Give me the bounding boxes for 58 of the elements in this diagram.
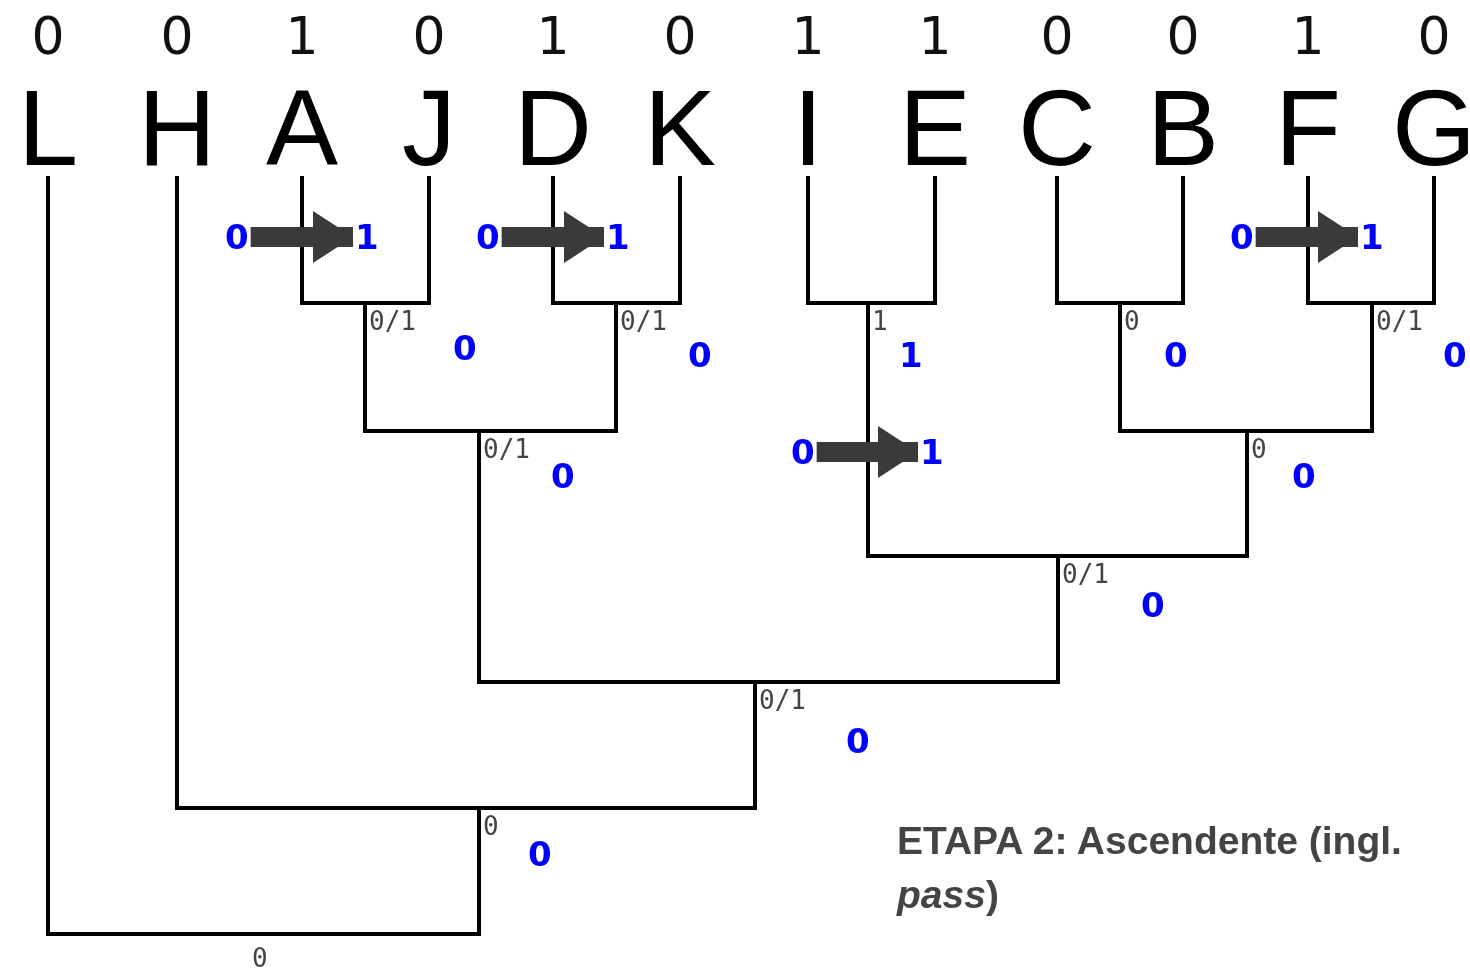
state-value: 1 — [355, 218, 379, 256]
state-set-label: 0 — [483, 812, 499, 840]
state-value: 0 — [1292, 457, 1316, 495]
state-set-label: 0 — [252, 943, 268, 973]
state-value: 1 — [899, 336, 923, 374]
state-value: 1 — [920, 433, 944, 471]
arrow — [501, 211, 604, 263]
state-value: 1 — [606, 218, 630, 256]
state-value: 0 — [1230, 218, 1254, 256]
state-digit: 0 — [663, 8, 697, 64]
caption: ETAPA 2: Ascendente (ingl. pass) — [897, 818, 1403, 918]
taxon-label: F — [1275, 78, 1341, 178]
taxon-label: G — [1392, 78, 1470, 178]
state-set-label: 0/1 — [620, 307, 667, 335]
state-value: 0 — [1164, 336, 1188, 374]
state-value: 0 — [453, 329, 477, 367]
state-digit: 1 — [285, 8, 319, 64]
state-digit: 0 — [31, 8, 65, 64]
state-value: 0 — [846, 722, 870, 760]
state-value: 0 — [1141, 586, 1165, 624]
taxon-label: K — [643, 78, 716, 178]
taxon-label: L — [17, 78, 79, 178]
arrow — [816, 426, 918, 478]
state-digit: 0 — [160, 8, 194, 64]
state-digit: 0 — [1040, 8, 1074, 64]
state-set-label: 0/1 — [1062, 560, 1109, 588]
state-set-label: 0/1 — [759, 686, 806, 714]
state-value: 1 — [1360, 218, 1384, 256]
taxon-label: E — [898, 78, 971, 178]
taxon-label: B — [1146, 78, 1219, 178]
arrow — [1255, 211, 1358, 263]
state-digit: 0 — [1166, 8, 1200, 64]
taxon-label: C — [1018, 78, 1096, 178]
state-value: 0 — [688, 336, 712, 374]
state-set-label: 0 — [1124, 307, 1140, 335]
state-digit: 1 — [918, 8, 952, 64]
state-set-label: 0/1 — [483, 435, 530, 463]
state-value: 0 — [528, 835, 552, 873]
taxon-label: A — [265, 78, 338, 178]
state-digit: 1 — [536, 8, 570, 64]
state-value: 0 — [476, 218, 500, 256]
state-set-label: 0 — [1251, 435, 1267, 463]
state-digit: 0 — [412, 8, 446, 64]
state-value: 0 — [551, 457, 575, 495]
arrow — [250, 211, 353, 263]
taxon-label: D — [514, 78, 592, 178]
taxon-label: H — [138, 78, 216, 178]
state-value: 0 — [225, 218, 249, 256]
taxon-label: J — [402, 78, 456, 178]
state-value: 0 — [791, 433, 815, 471]
taxon-label: I — [793, 78, 823, 178]
state-digit: 0 — [1417, 8, 1451, 64]
state-set-label: 0/1 — [1376, 307, 1423, 335]
state-value: 0 — [1443, 336, 1467, 374]
state-set-label: 1 — [872, 307, 888, 335]
state-digit: 1 — [1291, 8, 1325, 64]
state-digit: 1 — [791, 8, 825, 64]
state-set-label: 0/1 — [369, 307, 416, 335]
